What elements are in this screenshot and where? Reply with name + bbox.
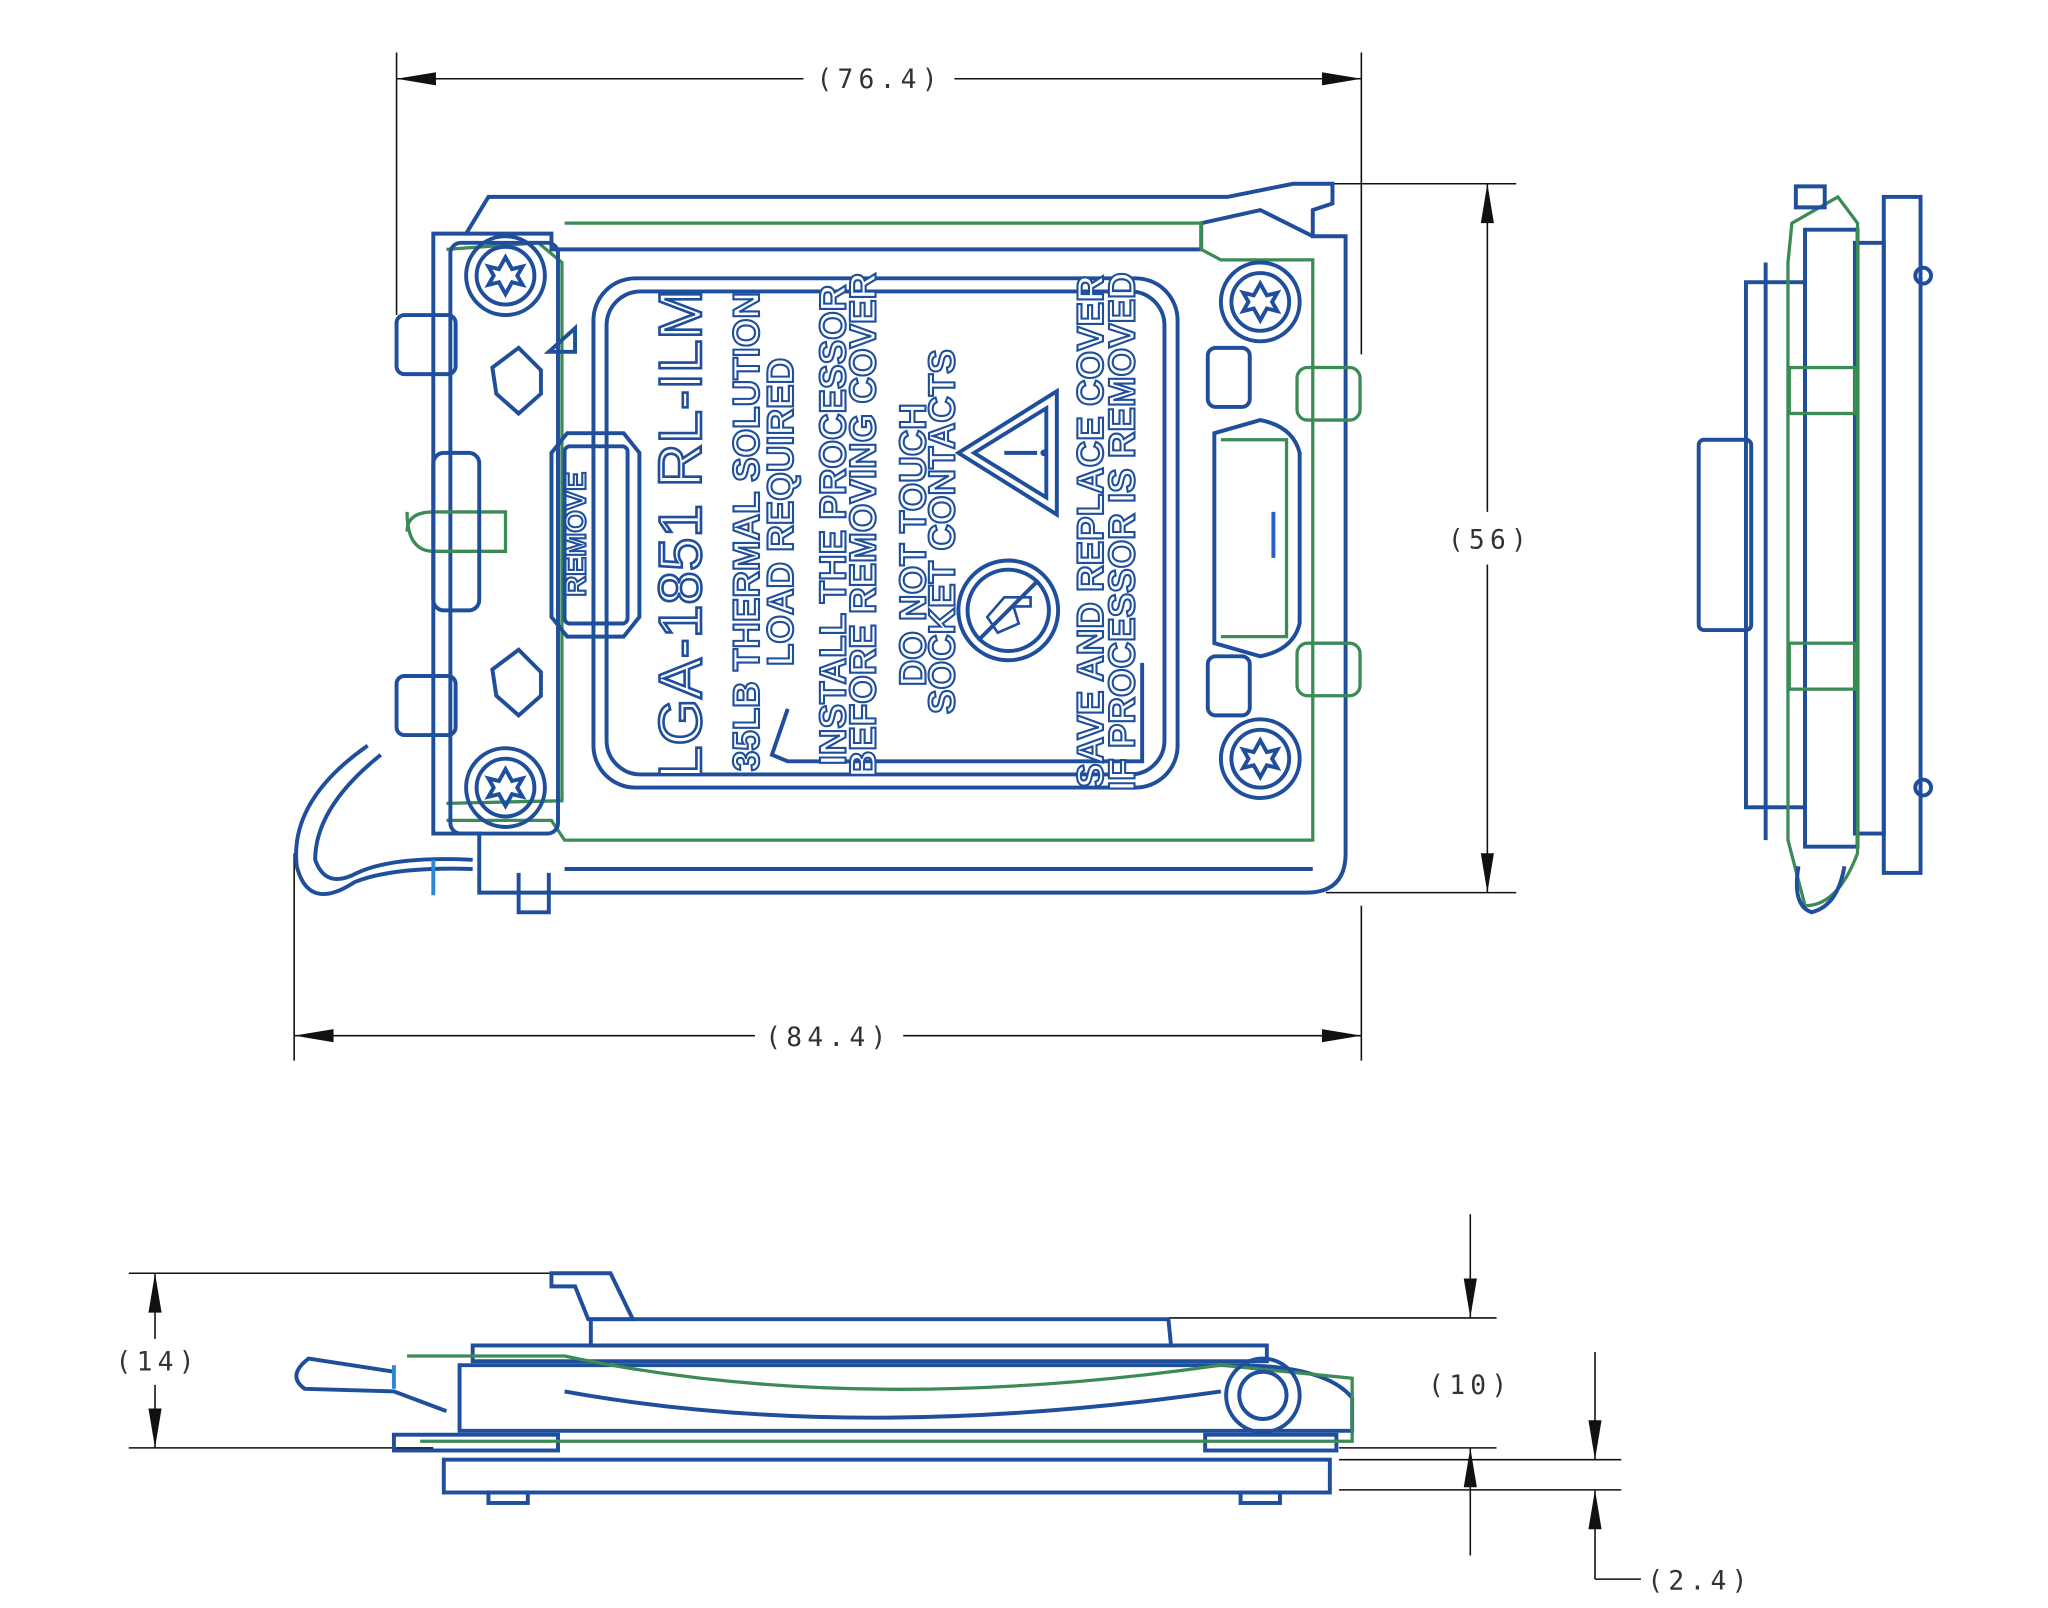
front-view bbox=[294, 1271, 1355, 1505]
cover-line: 35LB THERMAL SOLUTION bbox=[726, 292, 767, 771]
torx-screw-icon bbox=[464, 234, 547, 318]
dim-label-14: (14) bbox=[116, 1347, 200, 1377]
dimension-side-height-total: (14) bbox=[116, 1272, 559, 1449]
cover-line: SOCKET CONTACTS bbox=[921, 349, 962, 714]
no-touch-icon bbox=[956, 558, 1061, 663]
cover-line: INSTALL THE PROCESSOR bbox=[812, 285, 853, 766]
dimension-top-width: (76.4) bbox=[395, 52, 1363, 355]
dimension-height: (56) bbox=[1312, 182, 1532, 894]
dimension-overall-width: (84.4) bbox=[293, 853, 1363, 1061]
cover-line: SAVE AND REPLACE COVER bbox=[1070, 275, 1111, 788]
remove-tab-label: REMOVE bbox=[561, 472, 593, 597]
top-view: REMOVE LGA-1851 RL-ILM 35LB THERMAL SOLU… bbox=[294, 181, 1362, 915]
dim-label-76-4: (76.4) bbox=[816, 65, 942, 95]
dim-label-2-4: (2.4) bbox=[1647, 1567, 1752, 1597]
cover-line: IF PROCESSOR IS REMOVED bbox=[1101, 272, 1142, 791]
remove-tab[interactable]: REMOVE bbox=[549, 431, 642, 639]
dim-label-10: (10) bbox=[1428, 1371, 1512, 1401]
torx-screw-icon bbox=[1218, 260, 1302, 344]
cover-line: BEFORE REMOVING COVER bbox=[843, 273, 884, 777]
cover-title: LGA-1851 RL-ILM bbox=[646, 289, 714, 779]
dimension-base-thickness: (2.4) bbox=[1339, 1352, 1752, 1597]
cover-line: DO NOT TOUCH bbox=[893, 403, 934, 686]
torx-screw-icon bbox=[1218, 717, 1302, 801]
cover-line: LOAD REQUIRED bbox=[760, 358, 801, 666]
dimension-side-height-body: (10) bbox=[1168, 1214, 1512, 1556]
warning-triangle-icon bbox=[954, 387, 1059, 519]
dim-label-56: (56) bbox=[1448, 526, 1532, 556]
torx-screw-icon bbox=[464, 746, 547, 829]
dim-label-84-4: (84.4) bbox=[765, 1023, 891, 1053]
side-view bbox=[1696, 184, 1934, 915]
processor-cover: REMOVE LGA-1851 RL-ILM 35LB THERMAL SOLU… bbox=[549, 271, 1180, 792]
